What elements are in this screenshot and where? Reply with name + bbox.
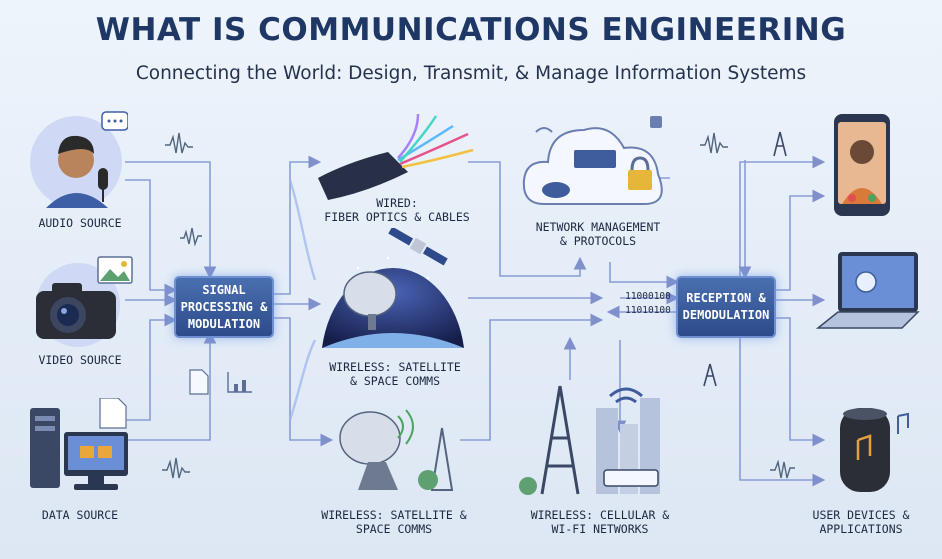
reception-box: RECEPTION & DEMODULATION: [676, 276, 776, 338]
fiber-optic-cable-icon: [318, 113, 474, 200]
wired-label-line2: FIBER OPTICS & CABLES: [324, 210, 470, 224]
antenna-icon: [773, 131, 787, 157]
ground-label-line2: SPACE COMMS: [355, 522, 433, 536]
signal-processing-line2: PROCESSING &: [180, 299, 268, 314]
satellite-dish-icon: [339, 409, 454, 491]
data-source-icon: [30, 398, 128, 490]
ground-label-line1: WIRELESS: SATELLITE &: [321, 508, 467, 522]
video-source-icon: [36, 256, 133, 347]
network-label-line2: & PROTOCOLS: [559, 234, 637, 248]
cellular-label-line2: WI-FI NETWORKS: [551, 522, 649, 536]
video-source-label: VIDEO SOURCE: [38, 353, 122, 367]
satellite-earth-icon: [322, 228, 464, 348]
signal-processing-box: SIGNAL PROCESSING & MODULATION: [174, 276, 274, 338]
network-label-line1: NETWORK MANAGEMENT: [535, 220, 661, 234]
cellular-label-line1: WIRELESS: CELLULAR &: [530, 508, 670, 522]
data-source-label: DATA SOURCE: [41, 508, 119, 522]
document-icons: [189, 369, 252, 395]
satellite-label-line1: WIRELESS: SATELLITE: [329, 360, 461, 374]
signal-processing-line3: MODULATION: [187, 316, 261, 331]
antenna-icon-2: [703, 363, 717, 387]
laptop-icon: [815, 252, 920, 329]
signal-processing-line1: SIGNAL: [202, 282, 246, 297]
reception-line1: RECEPTION &: [686, 291, 766, 305]
smart-speaker-icon: [840, 408, 909, 492]
wired-label-line1: WIRED:: [376, 196, 418, 210]
network-cloud-icon: [522, 116, 663, 205]
page-title: WHAT IS COMMUNICATIONS ENGINEERING: [95, 12, 847, 48]
satellite-label-line2: & SPACE COMMS: [349, 374, 440, 388]
cellular-tower-icon: [519, 385, 660, 495]
page-subtitle: Connecting the World: Design, Transmit, …: [135, 63, 807, 84]
binary-row-2: 11010100: [625, 305, 671, 316]
smartphone-icon: [834, 114, 890, 216]
binary-row-1: 11000100: [625, 291, 671, 302]
devices-label-line1: USER DEVICES &: [812, 508, 910, 522]
audio-source-label: AUDIO SOURCE: [38, 216, 122, 230]
audio-source-icon: [30, 111, 128, 208]
devices-label-line2: APPLICATIONS: [819, 522, 903, 536]
reception-line2: DEMODULATION: [682, 308, 770, 322]
